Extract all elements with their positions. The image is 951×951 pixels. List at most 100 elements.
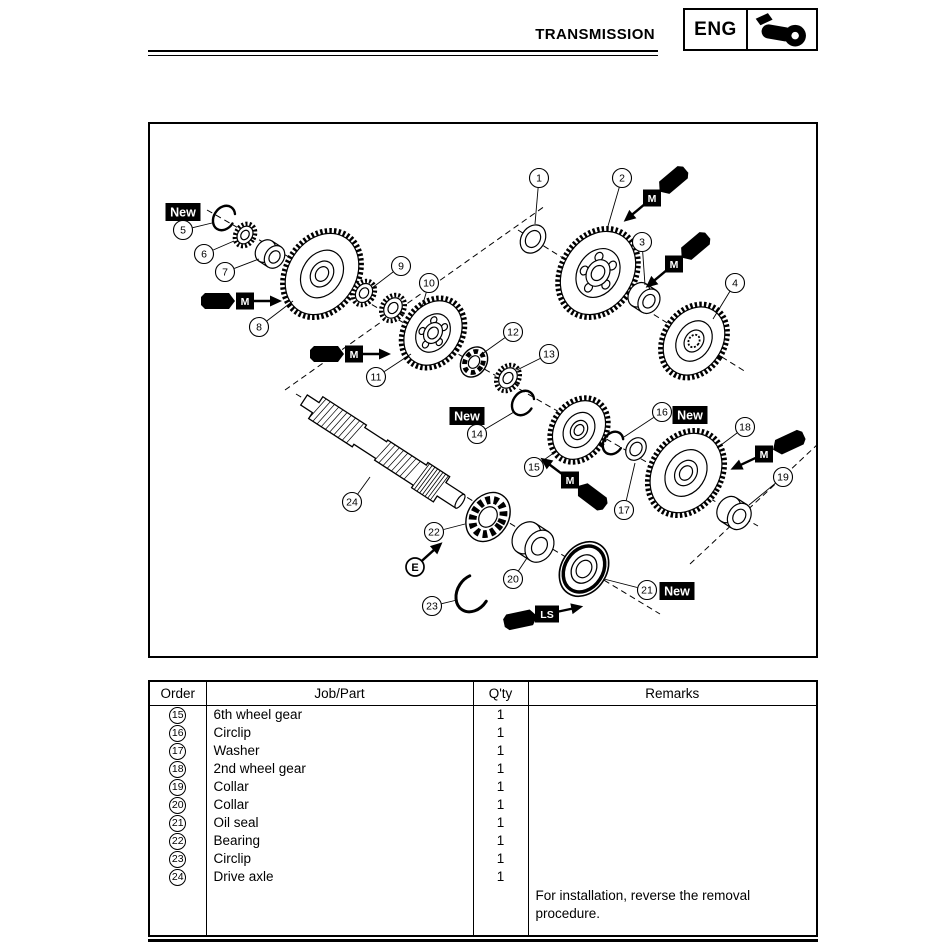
header-rule-thin [148, 55, 658, 56]
svg-text:5: 5 [180, 225, 186, 237]
svg-text:New: New [664, 585, 690, 599]
svg-text:E: E [411, 562, 418, 574]
svg-text:10: 10 [423, 278, 435, 290]
callout-16: 16 [623, 401, 673, 438]
order-cell: 21 [149, 814, 206, 832]
apply-marker-m: M [201, 292, 282, 310]
part-name-cell: 6th wheel gear [205, 705, 473, 724]
svg-text:7: 7 [222, 267, 228, 279]
callout-9: 9 [371, 255, 412, 289]
callout-2: 2 [607, 167, 633, 227]
remarks-cell [527, 849, 817, 868]
new-tag: New [672, 406, 708, 424]
svg-text:6: 6 [201, 249, 207, 261]
order-number: 20 [169, 796, 187, 814]
svg-text:M: M [350, 349, 359, 361]
svg-text:18: 18 [739, 422, 751, 434]
closing-remark-line: For installation, reverse the removal [535, 887, 751, 903]
part-gear [547, 395, 611, 465]
col-header-order: Order [149, 681, 206, 706]
apply-marker-ls: LS [503, 603, 584, 631]
order-number: 23 [169, 850, 187, 868]
svg-text:1: 1 [536, 173, 542, 185]
svg-text:20: 20 [507, 574, 519, 586]
svg-text:2: 2 [619, 173, 625, 185]
callout-20: 20 [502, 557, 528, 590]
remarks-cell [527, 831, 817, 850]
part-shaft [299, 394, 466, 509]
part-name-cell: Bearing [205, 831, 473, 850]
callout-19: 19 [748, 466, 794, 506]
part-toothed [350, 278, 378, 308]
qty-cell: 1 [472, 723, 528, 742]
svg-text:12: 12 [507, 327, 519, 339]
order-number: 18 [169, 760, 187, 778]
header-rule-thick [148, 50, 658, 52]
order-cell: 17 [149, 742, 206, 760]
svg-text:23: 23 [426, 601, 438, 613]
callout-10: 10 [418, 272, 440, 308]
order-cell: 16 [149, 724, 206, 742]
qty-cell: 1 [472, 813, 528, 832]
col-header-remarks: Remarks [527, 681, 817, 706]
callout-18: 18 [716, 416, 756, 449]
qty-cell: 1 [472, 795, 528, 814]
qty-cell: 1 [472, 831, 528, 850]
part-collar [627, 281, 661, 315]
svg-text:New: New [170, 206, 196, 220]
apply-marker-m: M [540, 457, 608, 511]
part-collar [511, 521, 555, 563]
callout-17: 17 [613, 462, 636, 521]
part-ring [519, 224, 547, 254]
page-title: TRANSMISSION [535, 26, 655, 43]
svg-text:M: M [241, 296, 250, 308]
order-cell: 15 [149, 705, 206, 724]
svg-text:8: 8 [256, 322, 262, 334]
callout-11: 11 [365, 353, 412, 388]
part-gear [280, 227, 364, 321]
svg-text:M: M [566, 475, 575, 487]
empty-part-cell [205, 885, 473, 936]
part-collar [254, 239, 286, 269]
part-gear [644, 427, 728, 519]
svg-text:LS: LS [540, 609, 553, 621]
part-oilseal [558, 540, 610, 598]
callout-21: 21 [603, 578, 658, 601]
order-cell: 23 [149, 850, 206, 868]
svg-text:24: 24 [346, 497, 358, 509]
order-number: 21 [169, 814, 187, 832]
callout-4: 4 [712, 272, 746, 320]
part-name-cell: Circlip [205, 849, 473, 868]
closing-remarks-row: For installation, reverse the removal pr… [149, 885, 817, 936]
part-collar [716, 495, 752, 531]
part-bearing [459, 346, 489, 378]
callout-8: 8 [248, 300, 294, 338]
remarks-cell [527, 813, 817, 832]
remarks-cell [527, 777, 817, 796]
table-bottom-rule [148, 938, 818, 942]
remarks-cell [527, 759, 817, 778]
part-circlip [601, 430, 625, 456]
callout-23: 23 [421, 595, 458, 617]
part-toothed [232, 221, 258, 249]
callout-5: 5 [172, 219, 213, 241]
new-tag: New [449, 407, 485, 425]
part-circlip [211, 204, 237, 232]
qty-cell: 1 [472, 849, 528, 868]
order-number: 19 [169, 778, 187, 796]
part-name-cell: Circlip [205, 723, 473, 742]
svg-text:M: M [670, 259, 679, 271]
order-cell: 22 [149, 832, 206, 850]
remarks-cell [527, 867, 817, 886]
callout-6: 6 [193, 240, 235, 265]
callout-7: 7 [214, 258, 260, 283]
svg-text:13: 13 [543, 349, 555, 361]
